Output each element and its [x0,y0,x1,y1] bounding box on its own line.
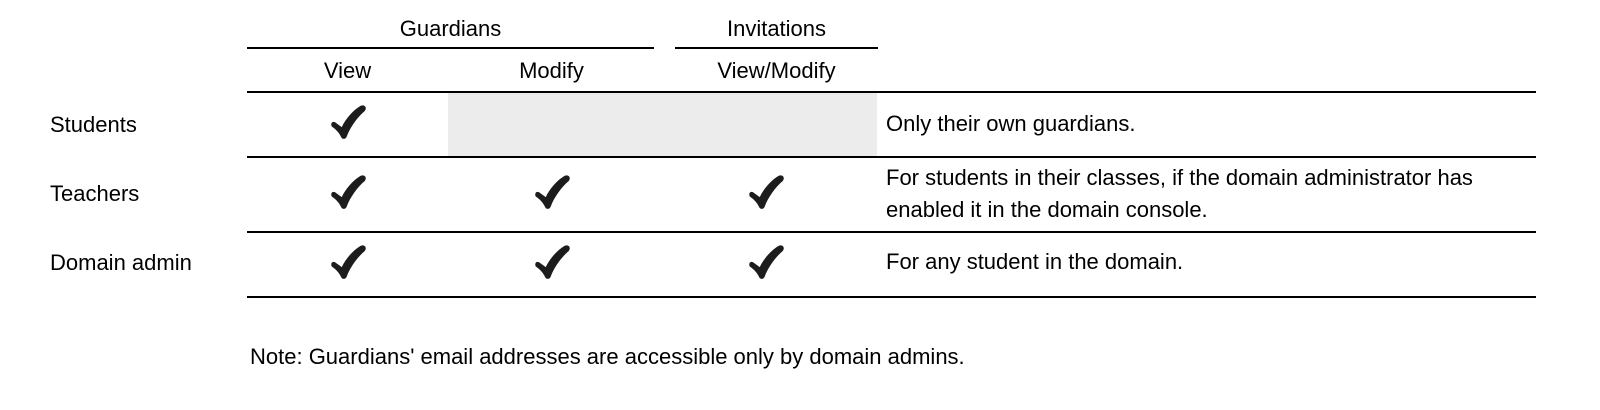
note-domain-admin: For any student in the domain. [886,249,1184,274]
check-icon [532,244,572,284]
column-header-modify: Modify [519,58,584,83]
check-icon [328,174,368,214]
cell-teachers-view [247,156,448,231]
column-header-view-modify: View/Modify [717,58,836,83]
students-disabled-cells-shade [448,93,877,156]
footnote: Note: Guardians' email addresses are acc… [250,344,965,369]
column-group-guardians: Guardians [399,16,502,41]
check-icon [328,244,368,284]
table-bottom-rule [247,296,1536,298]
cell-students-view [247,92,448,156]
check-icon [746,174,786,214]
invitations-underline [675,47,878,49]
check-icon [532,174,572,214]
column-group-invitations: Invitations [726,16,827,41]
students-row-rule [247,156,1536,158]
cell-domain-admin-view [247,231,448,296]
cell-teachers-view-modify [655,156,877,231]
note-teachers: For students in their classes, if the do… [886,165,1473,222]
row-label-teachers: Teachers [50,181,140,206]
header-rule [247,91,1536,93]
note-students: Only their own guardians. [886,111,1136,136]
cell-domain-admin-view-modify [655,231,877,296]
row-label-students: Students [50,112,137,137]
row-label-domain-admin: Domain admin [50,250,192,275]
check-icon [746,244,786,284]
check-icon [328,104,368,144]
cell-domain-admin-modify [448,231,655,296]
teachers-row-rule [247,231,1536,233]
guardians-underline [247,47,654,49]
cell-teachers-modify [448,156,655,231]
column-header-view: View [323,58,372,83]
